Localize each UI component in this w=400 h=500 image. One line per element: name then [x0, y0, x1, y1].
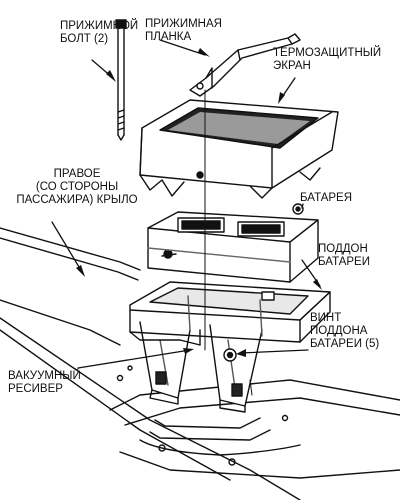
hold-down-bolt [115, 19, 127, 141]
label-clamp-bar: ПРИЖИМНАЯ ПЛАНКА [145, 18, 222, 44]
label-fender-line-1: ПРАВОЕ [53, 168, 101, 180]
arrow-heads [76, 48, 322, 357]
label-battery-tray-line-2: БАТАРЕИ [318, 256, 370, 268]
label-fender-line-3: ПАССАЖИРА) КРЫЛО [16, 194, 138, 206]
label-tray-screw-line-2: ПОДДОНА [310, 325, 368, 337]
label-clamp-bar-line-2: ПЛАНКА [145, 31, 192, 43]
label-hold-down-bolt: ПРИЖИМНОЙ БОЛТ (2) [60, 20, 138, 46]
label-fender: ПРАВОЕ (СО СТОРОНЫ ПАССАЖИРА) КРЫЛО [2, 168, 152, 207]
label-tray-screw: ВИНТ ПОДДОНА БАТАРЕИ (5) [310, 312, 379, 351]
battery-tray [129, 281, 331, 362]
label-tray-screw-line-1: ВИНТ [310, 312, 342, 324]
label-fender-line-2: (СО СТОРОНЫ [35, 181, 119, 193]
label-heat-shield-line-1: ТЕРМОЗАЩИТНЫЙ [273, 47, 382, 59]
label-vacuum-reservoir: ВАКУУМНЫЙ РЕСИВЕР [8, 370, 81, 396]
label-battery: БАТАРЕЯ [300, 192, 352, 205]
label-battery-tray: ПОДДОН БАТАРЕИ [318, 243, 370, 269]
label-hold-down-bolt-line-2: БОЛТ (2) [60, 33, 109, 45]
label-tray-screw-line-3: БАТАРЕИ (5) [310, 338, 380, 350]
label-vacuum-reservoir-line-2: РЕСИВЕР [8, 383, 63, 395]
label-vacuum-reservoir-line-1: ВАКУУМНЫЙ [8, 370, 81, 382]
heat-shield [139, 99, 339, 199]
fender-panel [0, 227, 301, 500]
label-clamp-bar-line-1: ПРИЖИМНАЯ [145, 18, 222, 30]
battery [147, 203, 319, 283]
label-heat-shield: ТЕРМОЗАЩИТНЫЙ ЭКРАН [273, 47, 381, 73]
label-heat-shield-line-2: ЭКРАН [273, 60, 311, 72]
label-battery-line-1: БАТАРЕЯ [300, 192, 353, 204]
label-hold-down-bolt-line-1: ПРИЖИМНОЙ [60, 20, 139, 32]
label-battery-tray-line-1: ПОДДОН [318, 243, 368, 255]
